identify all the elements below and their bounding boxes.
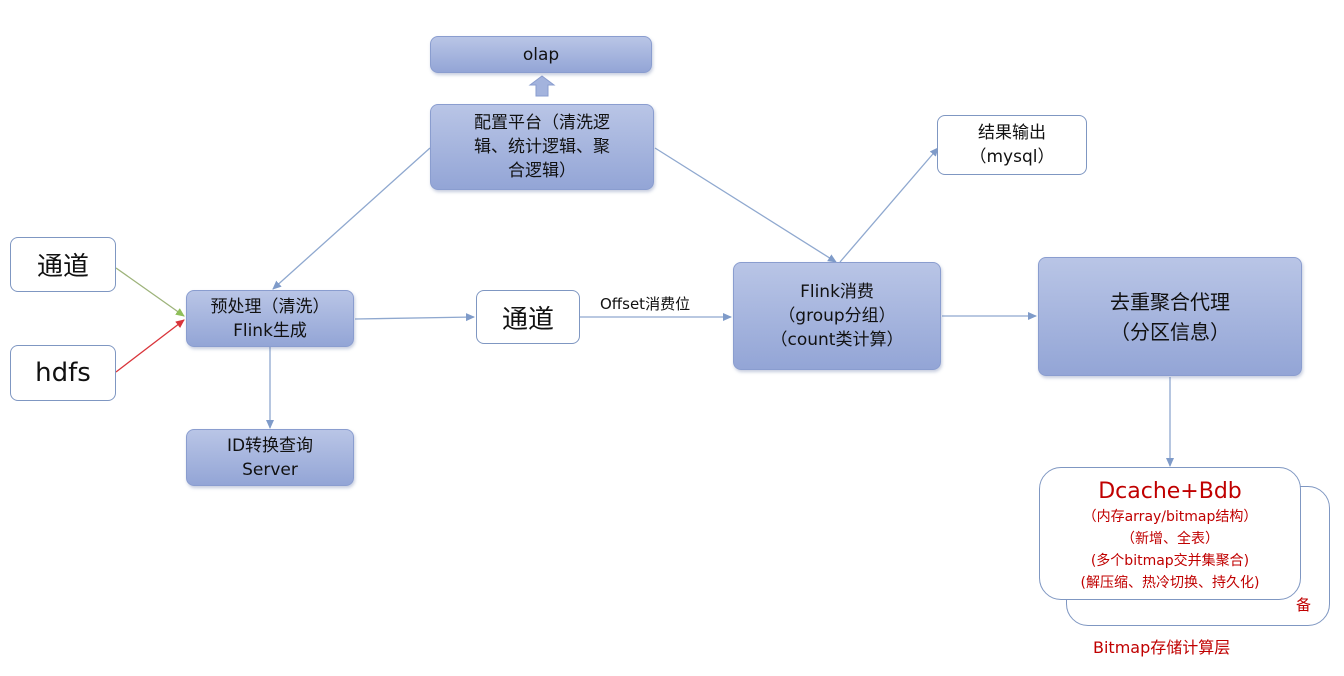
result-line1: 结果输出 [978, 123, 1046, 143]
arrow-flink-to-result [839, 147, 939, 263]
dedup-line2: （分区信息） [1110, 319, 1230, 344]
dcache-line3: (多个bitmap交并集聚合) [1090, 552, 1250, 569]
arrow-config-to-olap [528, 75, 556, 97]
backup-char: 备 [1296, 596, 1312, 614]
preprocess-box: 预处理（清洗） Flink生成 [186, 290, 354, 347]
config-platform-box: 配置平台（清洗逻 辑、统计逻辑、聚 合逻辑） [430, 104, 654, 190]
arrow-tongdao-to-preprocess [115, 267, 185, 317]
config-line1: 配置平台（清洗逻 [474, 113, 610, 133]
dedup-line1: 去重聚合代理 [1110, 289, 1230, 314]
preprocess-line1: 预处理（清洗） [210, 296, 330, 317]
flink-line2: （group分组） [778, 306, 896, 326]
config-line3: 合逻辑） [508, 161, 576, 181]
flink-line3: （count类计算） [770, 330, 904, 350]
tongdao-left-label: 通道 [36, 252, 89, 282]
dcache-line2: （新增、全表） [1121, 530, 1219, 547]
bitmap-layer-label: Bitmap存储计算层 [1093, 638, 1231, 657]
dcache-line4: (解压缩、热冷切换、持久化) [1080, 574, 1260, 591]
arrow-config-to-flink [654, 147, 837, 263]
arrow-hdfs-to-preprocess [115, 319, 185, 373]
tongdao-mid-label: 通道 [501, 304, 554, 335]
dcache-bdb-box: Dcache+Bdb （内存array/bitmap结构） （新增、全表） (多… [1039, 467, 1301, 600]
id-server-box: ID转换查询 Server [186, 429, 354, 486]
preprocess-line2: Flink生成 [233, 320, 307, 341]
olap-label: olap [522, 44, 560, 65]
id-server-line1: ID转换查询 [226, 435, 314, 456]
tongdao-left-box: 通道 [10, 237, 116, 292]
flink-line1: Flink消费 [800, 282, 874, 302]
olap-box: olap [430, 36, 652, 73]
dcache-title: Dcache+Bdb [1098, 478, 1242, 504]
arrow-preprocess-to-tongdao [354, 313, 475, 322]
flink-consumer-box: Flink消费 （group分组） （count类计算） [733, 262, 941, 370]
hdfs-box: hdfs [10, 345, 116, 401]
tongdao-mid-box: 通道 [476, 290, 580, 344]
dcache-line1: （内存array/bitmap结构） [1082, 508, 1258, 525]
config-line2: 辑、统计逻辑、聚 [474, 137, 610, 157]
hdfs-label: hdfs [35, 358, 91, 388]
result-line2: （mysql） [969, 147, 1055, 167]
offset-label: Offset消费位 [600, 295, 691, 313]
dedup-agent-box: 去重聚合代理 （分区信息） [1038, 257, 1302, 376]
arrow-config-to-preprocess [272, 147, 431, 290]
id-server-line2: Server [242, 459, 298, 480]
result-output-box: 结果输出 （mysql） [937, 115, 1087, 175]
